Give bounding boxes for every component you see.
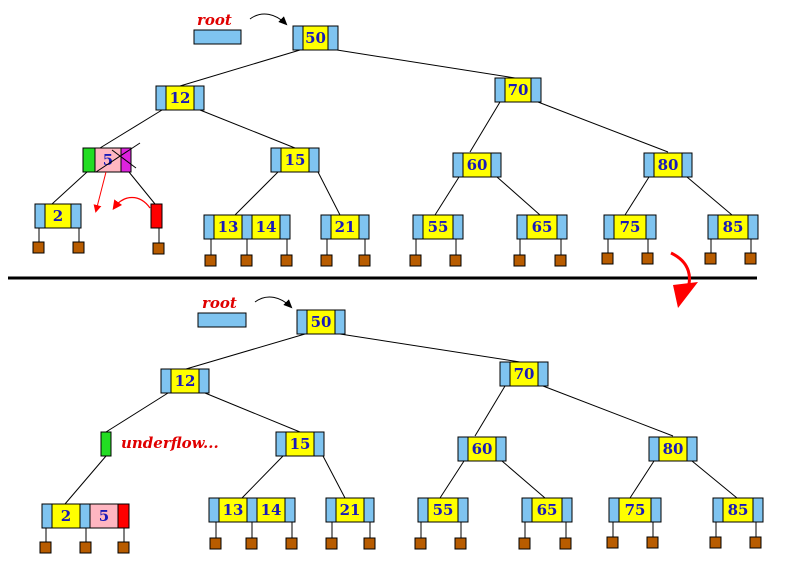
key: 60 <box>472 440 493 458</box>
key: 12 <box>170 89 191 107</box>
bottom-tree: 50 12 70 underflow... 15 60 <box>39 294 764 554</box>
bottom-leaf-85: 85 <box>712 497 764 523</box>
key: 65 <box>537 501 558 519</box>
key: 75 <box>625 501 646 519</box>
bottom-node-12: 12 <box>160 368 210 394</box>
bottom-leaf-65: 65 <box>521 497 573 523</box>
root-label: root <box>197 11 232 29</box>
top-leaf-85: 85 <box>707 214 759 240</box>
bottom-leaf-13-14: 13 14 <box>208 497 296 523</box>
key: 21 <box>335 218 356 236</box>
key: 60 <box>467 156 488 174</box>
key: 2 <box>53 207 63 225</box>
key: 21 <box>340 501 361 519</box>
key: 50 <box>305 29 326 47</box>
root-arrow <box>254 296 293 309</box>
key: 13 <box>218 218 239 236</box>
top-edges <box>51 49 733 216</box>
bottom-leaf-75: 75 <box>608 497 662 523</box>
bottom-leaf-55: 55 <box>417 497 469 523</box>
key: 70 <box>514 365 535 383</box>
key: 15 <box>285 151 306 169</box>
key: 5 <box>103 151 113 169</box>
root-pointer-box <box>193 29 242 45</box>
red-arrow-curve <box>112 196 151 210</box>
key: 85 <box>728 501 749 519</box>
red-arrow-down <box>93 171 107 213</box>
top-leaf-13-14: 13 14 <box>203 214 291 240</box>
bottom-node-80: 80 <box>648 436 698 462</box>
key: 2 <box>61 507 71 525</box>
top-node-5-deleting: 5 <box>82 142 141 173</box>
key: 5 <box>99 507 109 525</box>
key: 50 <box>311 313 332 331</box>
key: 14 <box>256 218 277 236</box>
top-leaf-21: 21 <box>320 214 370 240</box>
top-node-80: 80 <box>643 152 693 178</box>
bottom-root-node: 50 <box>296 309 346 335</box>
key: 55 <box>433 501 454 519</box>
bottom-node-70: 70 <box>499 361 549 387</box>
top-leaf-65: 65 <box>516 214 568 240</box>
key: 14 <box>261 501 282 519</box>
top-tree: 50 12 70 5 15 <box>32 11 759 267</box>
underflow-label: underflow... <box>121 434 219 452</box>
top-root-node: 50 <box>292 25 339 51</box>
top-node-70: 70 <box>494 77 542 103</box>
top-node-15: 15 <box>270 147 320 173</box>
bottom-node-15: 15 <box>275 431 325 457</box>
top-leaf-75: 75 <box>603 214 657 240</box>
key: 12 <box>175 372 196 390</box>
key: 80 <box>663 440 684 458</box>
key: 80 <box>658 156 679 174</box>
bottom-node-60: 60 <box>457 436 507 462</box>
top-node-12: 12 <box>155 85 205 111</box>
top-leaf-pointers <box>32 228 757 267</box>
key: 15 <box>290 435 311 453</box>
transition-arrow <box>670 251 698 308</box>
key: 55 <box>428 218 449 236</box>
top-leaf-2: 2 <box>34 203 82 229</box>
key: 13 <box>223 501 244 519</box>
key: 65 <box>532 218 553 236</box>
root-pointer-box <box>197 312 247 328</box>
strike-mark <box>111 149 137 169</box>
top-leaf-empty <box>150 203 163 229</box>
root-label: root <box>202 294 237 312</box>
top-leaf-55: 55 <box>412 214 464 240</box>
key: 75 <box>620 218 641 236</box>
top-node-60: 60 <box>452 152 502 178</box>
bottom-leaf-21: 21 <box>325 497 375 523</box>
key: 85 <box>723 218 744 236</box>
bottom-leaf-2-5: 2 5 <box>41 503 130 529</box>
key: 70 <box>508 81 529 99</box>
bottom-node-underflow <box>100 431 112 457</box>
bottom-leaf-pointers <box>39 522 762 554</box>
bottom-edges <box>64 333 738 505</box>
strike-mark <box>95 142 141 173</box>
root-arrow <box>249 13 288 26</box>
